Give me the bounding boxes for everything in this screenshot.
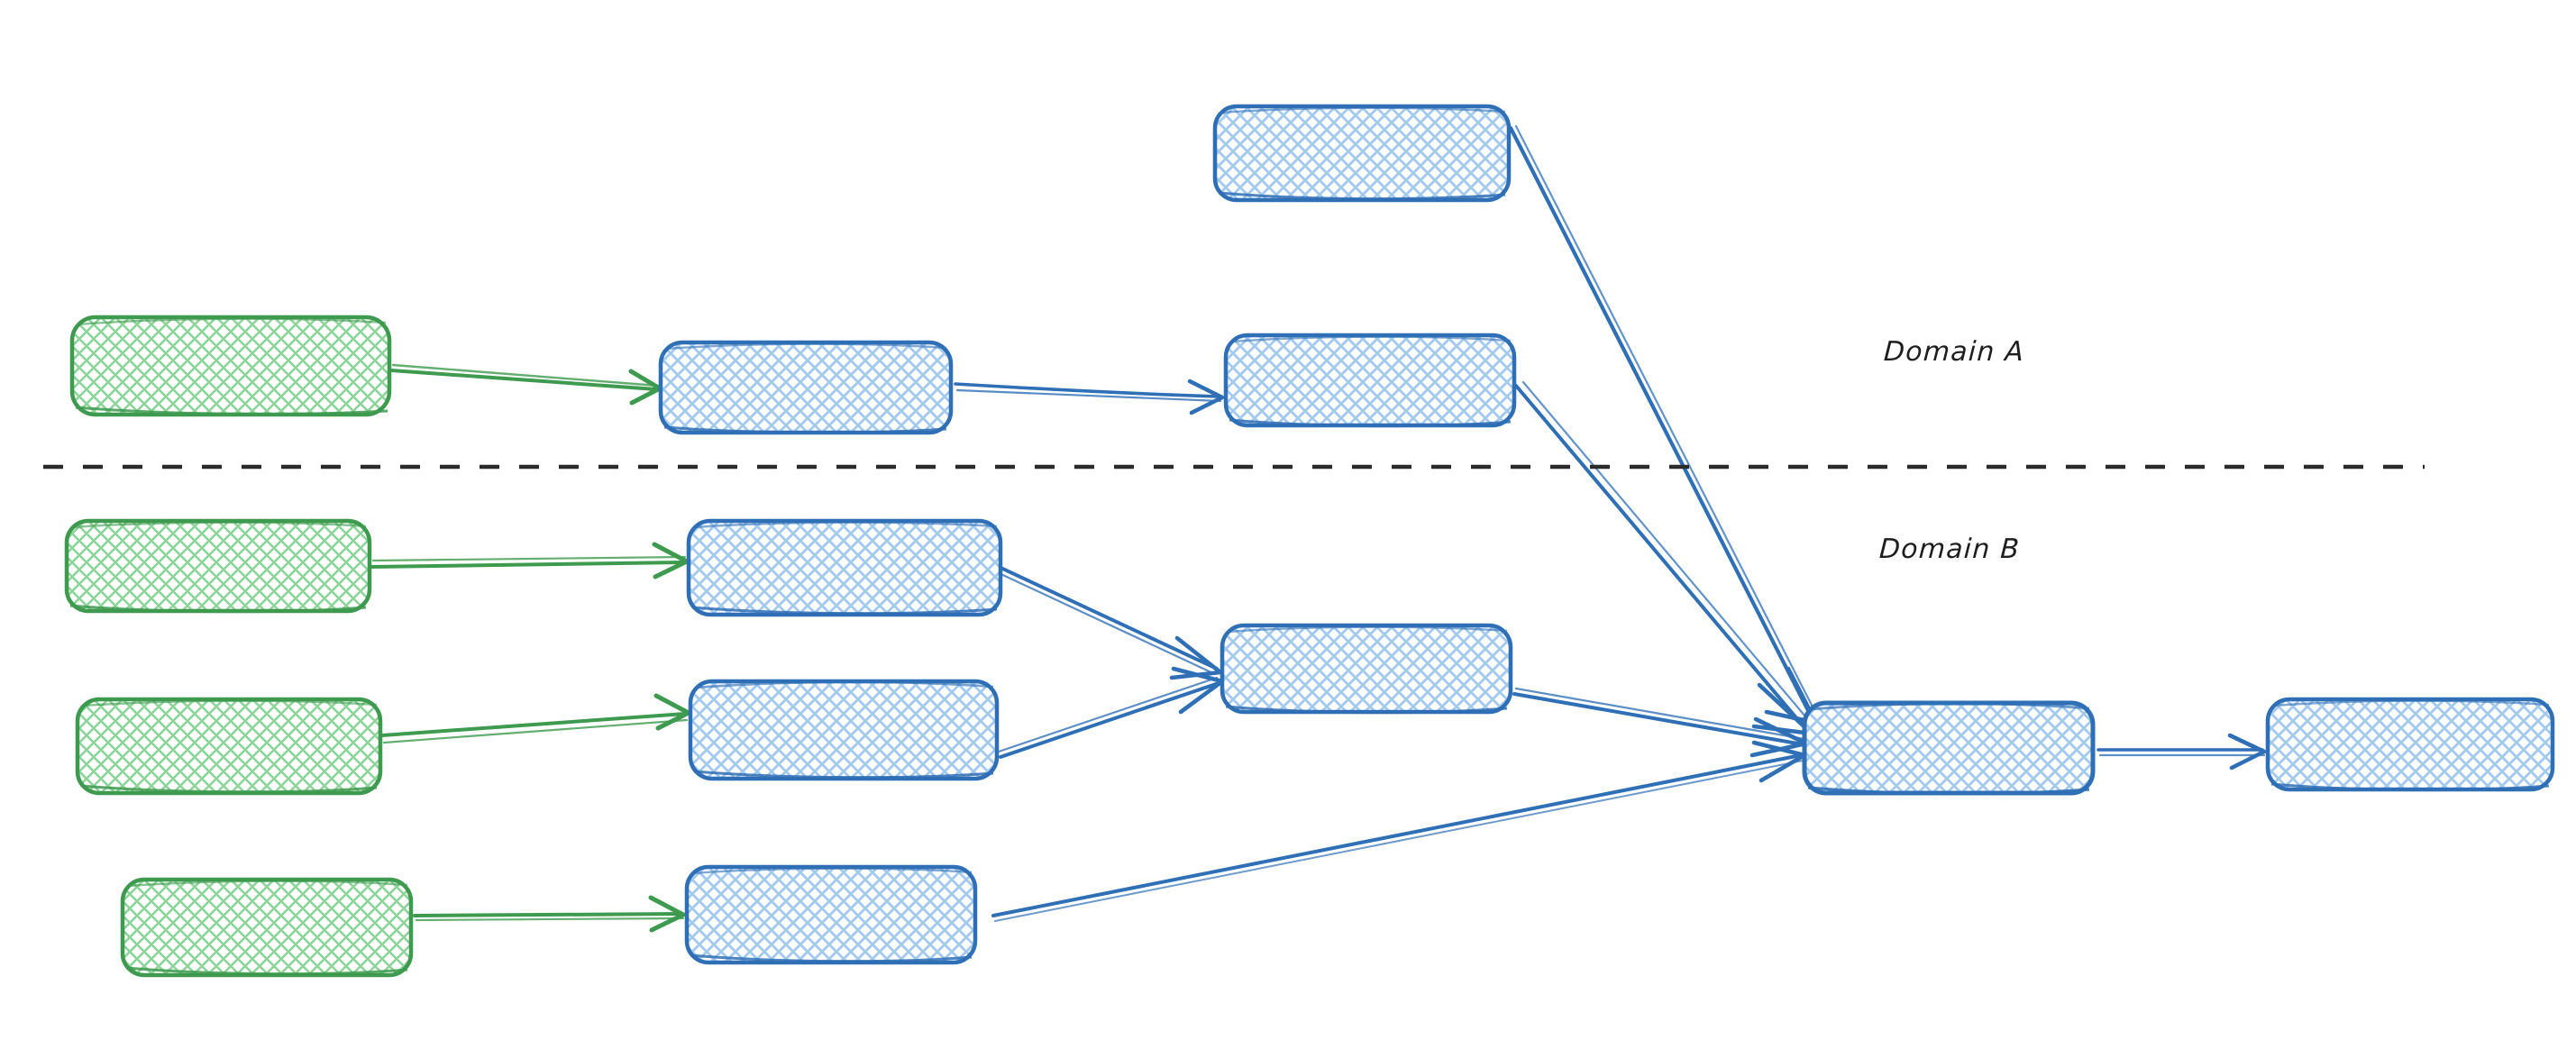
edge-b-merge-to-b-output: [2096, 733, 2267, 771]
node-b-source-1[interactable]: [64, 518, 372, 614]
node-a-process-2[interactable]: [1223, 333, 1517, 428]
node-layer: [64, 104, 2555, 978]
edge-a-process-1-to-a-process-2: [954, 379, 1225, 415]
edge-a-source-1-to-a-process-1: [389, 363, 662, 406]
node-b-source-3[interactable]: [120, 877, 414, 978]
domain-a-label: Domain A: [1883, 336, 2025, 368]
edge-b-source-3-to-b-process-3: [413, 895, 686, 933]
edge-b-source-2-to-b-process-2: [380, 693, 691, 744]
edge-b-source-1-to-b-process-1: [370, 542, 690, 579]
node-b-process-1[interactable]: [686, 518, 1003, 617]
edge-b-process-1-to-b-aggregate: [993, 564, 1223, 680]
domain-b-label: Domain B: [1878, 534, 2022, 565]
node-a-process-1[interactable]: [658, 340, 954, 435]
edge-b-process-3-to-b-merge: [991, 740, 1807, 922]
edge-layer: [370, 124, 2267, 933]
node-b-process-3[interactable]: [684, 864, 978, 965]
node-a-process-3[interactable]: [1212, 104, 1512, 203]
edge-b-process-2-to-b-aggregate: [997, 666, 1225, 759]
node-b-merge[interactable]: [1802, 700, 2096, 796]
node-b-process-2[interactable]: [688, 679, 1000, 781]
node-a-source-1[interactable]: [69, 315, 392, 417]
edge-a-process-3-to-b-merge: [1508, 124, 1821, 725]
node-b-aggregate[interactable]: [1219, 623, 1513, 715]
node-b-output[interactable]: [2265, 697, 2555, 792]
node-b-source-2[interactable]: [75, 697, 383, 796]
